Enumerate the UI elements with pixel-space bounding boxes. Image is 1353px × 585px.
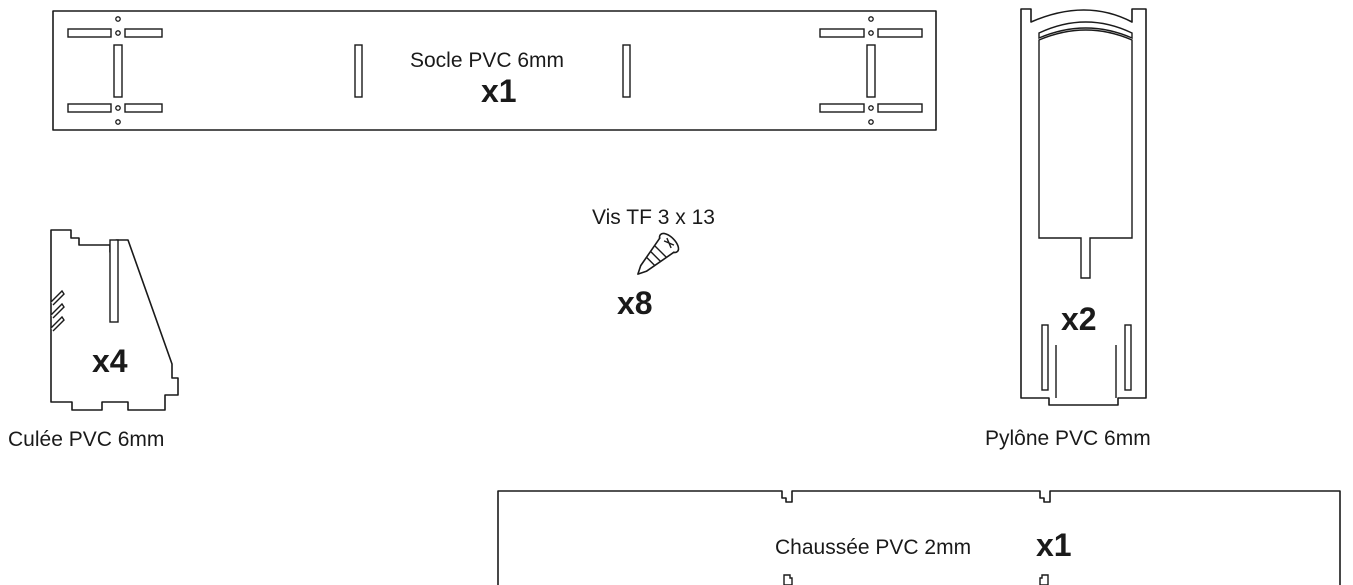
socle-quantity: x1 — [481, 73, 517, 109]
culee-quantity: x4 — [92, 343, 128, 379]
socle-label: Socle PVC 6mm — [410, 49, 565, 72]
culee-label: Culée PVC 6mm — [8, 428, 165, 451]
pylone-label: Pylône PVC 6mm — [985, 427, 1151, 450]
socle-outline — [52, 10, 937, 131]
vis-label: Vis TF 3 x 13 — [592, 206, 715, 229]
pylone-part — [1020, 8, 1147, 406]
culee-slot — [109, 239, 119, 323]
culee-teeth — [50, 289, 65, 332]
chaussee-notch-left — [783, 574, 793, 585]
socle-left-slots — [67, 16, 163, 125]
pylone-quantity: x2 — [1061, 301, 1097, 337]
socle-part — [52, 10, 937, 131]
socle-right-slots — [819, 16, 923, 125]
chaussee-quantity: x1 — [1036, 527, 1072, 563]
culee-part — [50, 229, 179, 411]
screw-icon — [637, 232, 680, 275]
chaussee-notch-right — [1039, 574, 1049, 585]
socle-center-slot-right — [622, 44, 631, 98]
pylone-window — [1038, 29, 1133, 279]
chaussee-part — [497, 490, 1341, 585]
socle-center-slot-left — [354, 44, 363, 98]
vis-quantity: x8 — [617, 285, 653, 321]
chaussee-outline — [497, 490, 1341, 585]
chaussee-label: Chaussée PVC 2mm — [775, 536, 972, 559]
